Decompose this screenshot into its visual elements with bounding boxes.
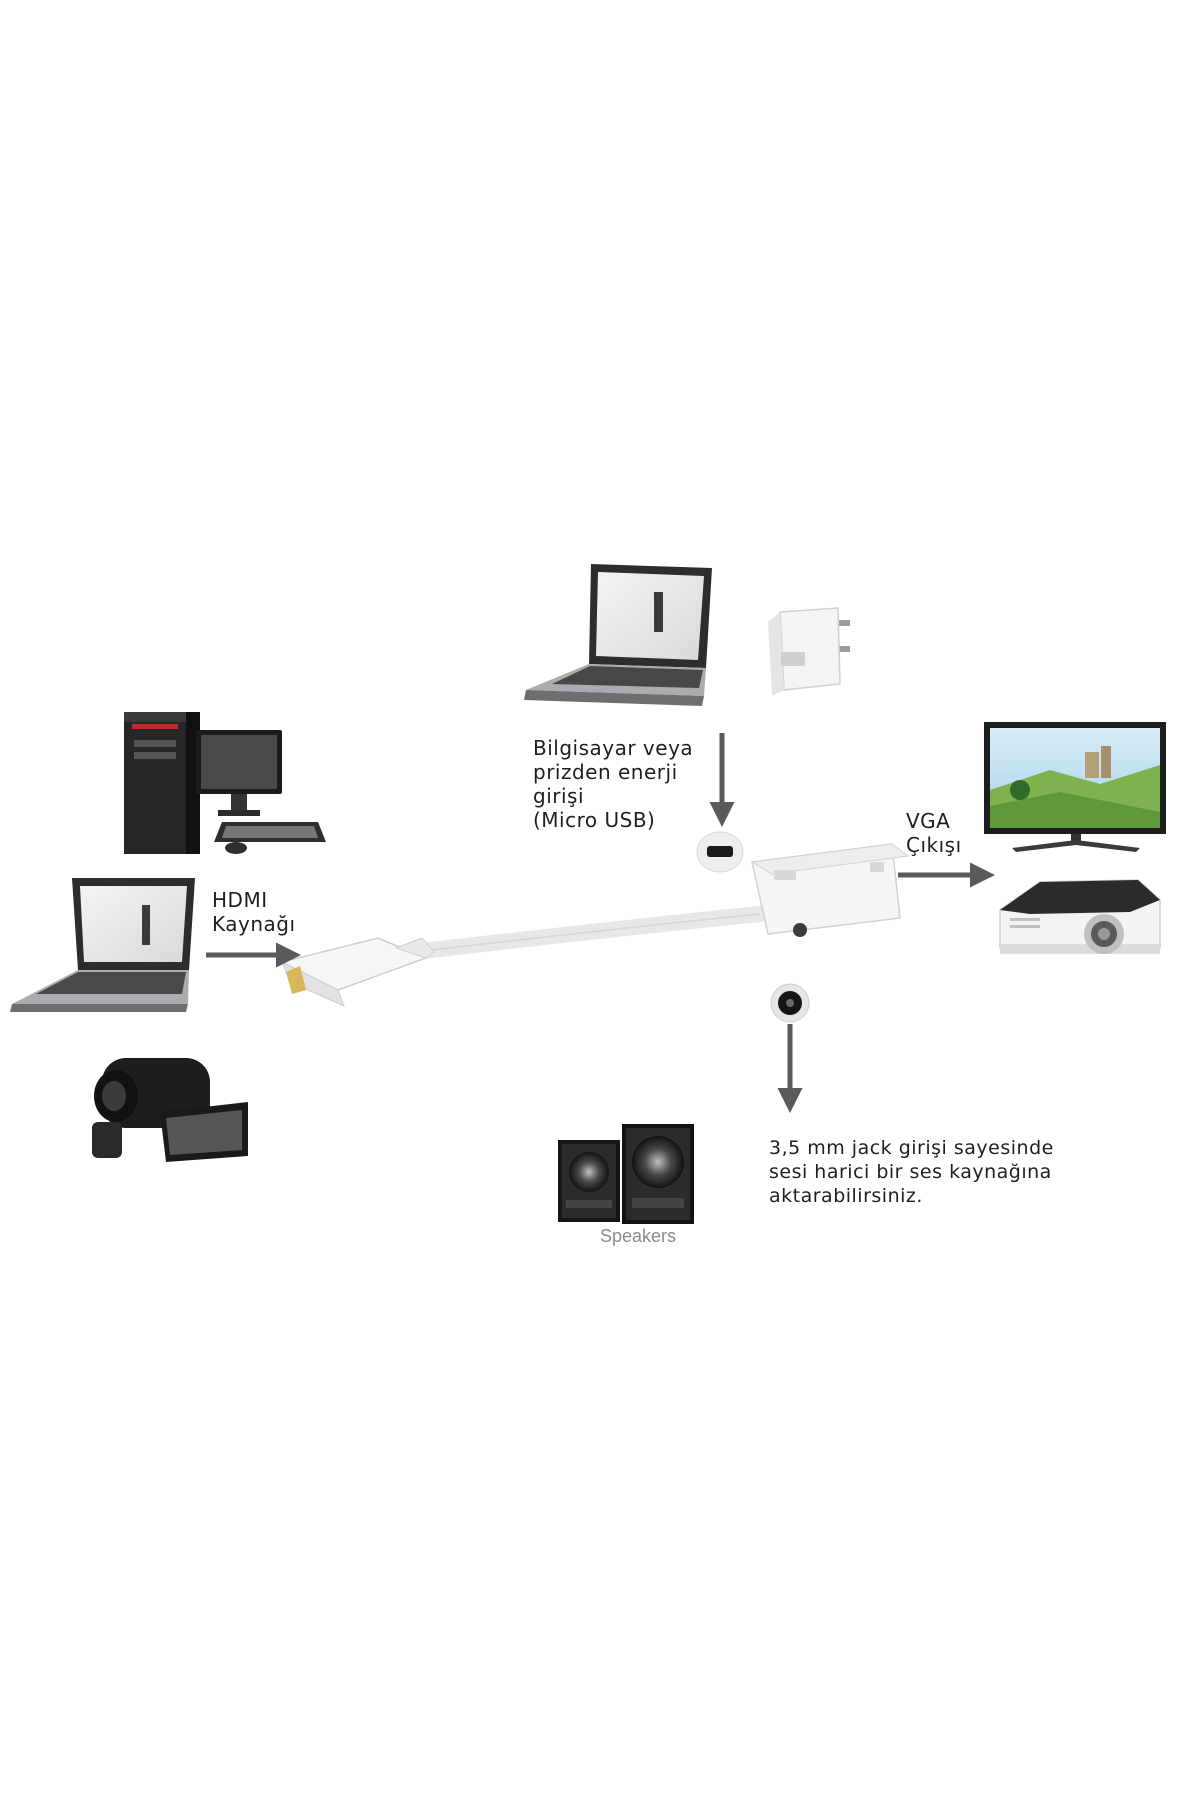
audio-jack-line: 3,5 mm jack girişi sayesinde <box>769 1137 1054 1159</box>
laptop-icon <box>10 878 195 1012</box>
speakers-icon <box>558 1124 694 1224</box>
desktop-computer-icon <box>124 712 326 854</box>
camcorder-icon <box>92 1058 248 1162</box>
vga-output-label: VGA Çıkışı <box>906 809 962 857</box>
hdmi-source-label: HDMI Kaynağı <box>212 888 296 936</box>
audio-jack-port-icon <box>770 983 810 1023</box>
audio-jack-line: aktarabilirsiniz. <box>769 1185 923 1207</box>
hdmi-source-line: Kaynağı <box>212 912 296 936</box>
vga-output-line: Çıkışı <box>906 833 962 857</box>
audio-jack-label: 3,5 mm jack girişi sayesinde sesi harici… <box>769 1136 1054 1208</box>
tv-monitor-icon <box>984 722 1166 852</box>
vga-output-line: VGA <box>906 809 951 833</box>
audio-jack-line: sesi harici bir ses kaynağına <box>769 1161 1052 1183</box>
hdmi-source-line: HDMI <box>212 888 268 912</box>
power-input-line: girişi <box>533 784 585 808</box>
speakers-label: Speakers <box>599 1226 677 1246</box>
power-input-line: prizden enerji <box>533 760 678 784</box>
laptop-icon <box>524 564 712 706</box>
power-input-line: (Micro USB) <box>533 808 656 832</box>
usb-charger-icon <box>768 607 850 696</box>
power-input-line: Bilgisayar veya <box>533 736 694 760</box>
power-input-label: Bilgisayar veya prizden enerji girişi (M… <box>533 736 693 832</box>
hdmi-adapter-icon <box>279 843 910 1007</box>
micro-usb-port-icon <box>696 831 744 873</box>
projector-icon <box>999 879 1161 954</box>
